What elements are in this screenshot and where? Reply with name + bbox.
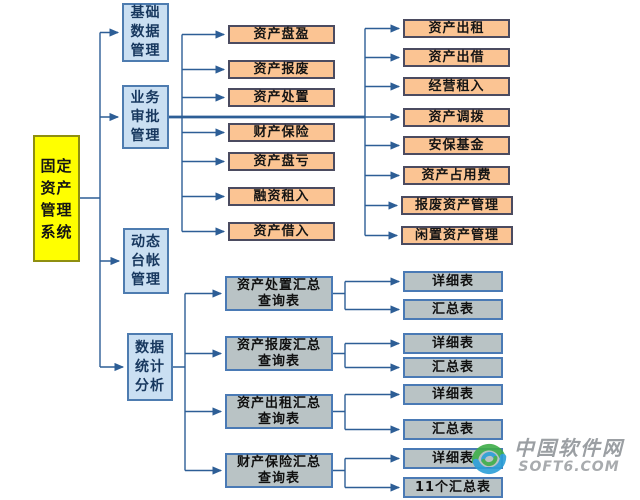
- node-asset-scrap: 资产报废: [228, 60, 335, 79]
- node-asset-surplus: 资产盘盈: [228, 25, 335, 44]
- node-business-approval-mgmt: 业务 审批 管理: [122, 85, 169, 149]
- node-asset-transfer: 资产调拨: [403, 107, 510, 127]
- node-insurance-detail-table: 详细表: [403, 448, 503, 469]
- node-fixed-asset-system: 固定 资产 管理 系统: [33, 135, 80, 262]
- node-asset-borrow-in: 资产借入: [228, 222, 335, 241]
- node-scrap-summary-query: 资产报废汇总 查询表: [225, 336, 333, 371]
- node-scrap-detail-table: 详细表: [403, 333, 503, 354]
- node-basic-data-mgmt: 基础 数据 管理: [122, 3, 169, 62]
- node-rent-detail-table: 详细表: [403, 384, 503, 405]
- node-disposal-detail-table: 详细表: [403, 271, 503, 292]
- node-insurance-summary-tables: 11个汇总表: [403, 477, 503, 498]
- node-scrap-summary-table: 汇总表: [403, 357, 503, 378]
- node-rent-summary-query: 资产出租汇总 查询表: [225, 394, 333, 429]
- node-asset-rent-out: 资产出租: [403, 19, 510, 38]
- node-scrapped-asset-mgmt: 报废资产管理: [401, 196, 513, 215]
- node-idle-asset-mgmt: 闲置资产管理: [401, 226, 513, 245]
- node-disposal-summary-table: 汇总表: [403, 299, 503, 320]
- node-data-stats-analysis: 数据 统计 分析: [127, 333, 173, 401]
- node-asset-lend-out: 资产出借: [403, 48, 510, 67]
- node-security-fund: 安保基金: [403, 136, 510, 155]
- node-rent-summary-table: 汇总表: [403, 419, 503, 440]
- node-insurance-summary-query: 财产保险汇总 查询表: [225, 453, 333, 488]
- node-asset-inventory-loss: 资产盘亏: [228, 152, 335, 171]
- node-operating-lease-in: 经营租入: [403, 77, 510, 96]
- node-property-insurance: 财产保险: [228, 123, 335, 142]
- node-financing-lease-in: 融资租入: [228, 187, 335, 206]
- node-dynamic-ledger-mgmt: 动态 台帐 管理: [123, 228, 169, 294]
- node-asset-disposal: 资产处置: [228, 88, 335, 107]
- node-asset-occupancy-fee: 资产占用费: [403, 166, 510, 185]
- node-disposal-summary-query: 资产处置汇总 查询表: [225, 276, 333, 311]
